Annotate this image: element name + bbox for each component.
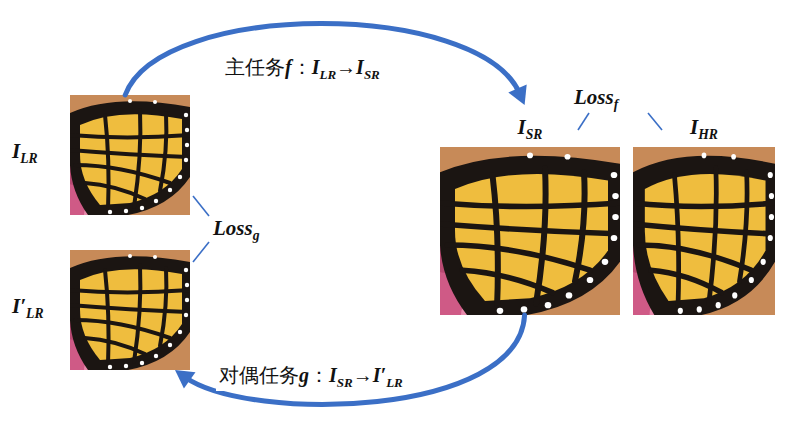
image-box: ILR xyxy=(70,95,190,215)
task-label: 对偶任务g：ISR→I′LR xyxy=(216,362,406,391)
curved-arrow xyxy=(125,24,527,105)
text-run: g xyxy=(299,364,309,386)
butterfly-image xyxy=(52,250,190,386)
image-label: I′LR xyxy=(12,294,44,322)
image-label: ISR xyxy=(518,115,543,143)
text-run: f xyxy=(285,56,292,78)
butterfly-image xyxy=(52,95,190,231)
text-run: I xyxy=(690,115,698,139)
subscript-run: LR xyxy=(319,67,336,82)
image-label: ILR xyxy=(12,139,38,167)
subscript-run: f xyxy=(614,97,619,112)
subscript-run: LR xyxy=(386,375,403,390)
leader-line xyxy=(648,113,662,130)
text-run: I xyxy=(12,139,20,163)
butterfly-image xyxy=(413,147,620,337)
text-run: I′ xyxy=(373,364,386,386)
subscript-run: SR xyxy=(526,127,543,142)
text-run: I′ xyxy=(12,294,26,318)
text-run: I xyxy=(312,56,320,78)
subscript-run: HR xyxy=(698,127,718,142)
butterfly-image xyxy=(612,147,775,337)
loss-label: Lossf xyxy=(574,85,618,113)
image-box: IHR xyxy=(633,105,775,315)
leader-line xyxy=(193,196,209,216)
subscript-run: LR xyxy=(20,151,37,166)
text-run: ： xyxy=(309,364,329,386)
image-label: IHR xyxy=(690,115,718,143)
arrow-line xyxy=(125,24,520,95)
text-run: Loss xyxy=(213,216,253,240)
arrow-head xyxy=(508,85,526,105)
loss-label: Lossg xyxy=(213,216,260,244)
text-run: → xyxy=(353,364,373,386)
text-run: Loss xyxy=(574,85,614,109)
image-box: ISR xyxy=(440,105,620,315)
subscript-run: SR xyxy=(364,67,380,82)
subscript-run: g xyxy=(253,228,260,243)
text-run: I xyxy=(518,115,526,139)
curved-arrow xyxy=(175,315,525,404)
subscript-run: SR xyxy=(337,375,353,390)
image-box: I′LR xyxy=(70,250,190,370)
leader-line xyxy=(193,242,209,262)
text-run: 主任务 xyxy=(225,56,285,78)
subscript-run: LR xyxy=(26,306,43,321)
text-run: ： xyxy=(292,56,312,78)
text-run: I xyxy=(356,56,364,78)
leader-line xyxy=(578,113,589,130)
arrow-line xyxy=(185,315,525,404)
task-label: 主任务f：ILR→ISR xyxy=(222,54,383,83)
text-run: I xyxy=(329,364,337,386)
text-run: 对偶任务 xyxy=(219,364,299,386)
text-run: → xyxy=(336,56,356,78)
arrow-head xyxy=(175,370,195,389)
